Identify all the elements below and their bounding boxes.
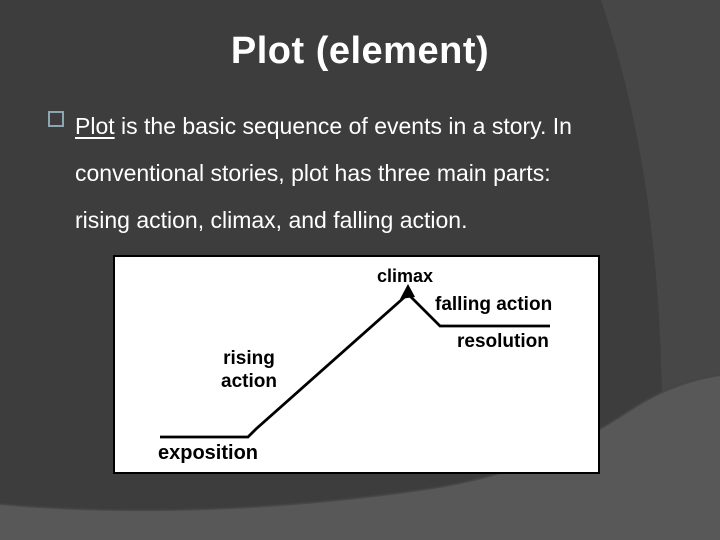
bullet-line-1: Plot is the basic sequence of events in …	[75, 103, 572, 150]
background-bottom-band	[0, 375, 720, 540]
label-rising-word: rising	[223, 348, 275, 369]
plot-structure-diagram: climax falling action resolution rising …	[113, 255, 600, 474]
climax-peak-arrowhead-icon	[400, 284, 415, 299]
bullet-line-3: rising action, climax, and falling actio…	[75, 207, 468, 233]
background-band-edge	[0, 374, 720, 512]
bullet-item: Plot is the basic sequence of events in …	[48, 103, 572, 244]
plot-arc-polyline	[160, 292, 550, 439]
square-bullet-icon	[48, 111, 64, 127]
term-plot: Plot	[75, 113, 115, 139]
label-exposition: exposition	[158, 442, 259, 464]
label-climax: climax	[376, 266, 434, 286]
label-action-word: action	[221, 371, 277, 392]
slide-title: Plot (element)	[230, 30, 490, 72]
label-falling-action: falling action	[435, 294, 553, 315]
plot-structure-line	[160, 284, 550, 439]
label-rising-action: rising action	[221, 347, 277, 393]
bullet-text-block: Plot is the basic sequence of events in …	[75, 103, 572, 244]
bullet-line-2: conventional stories, plot has three mai…	[75, 160, 551, 186]
label-resolution: resolution	[457, 331, 549, 352]
bullet-line-1-rest: is the basic sequence of events in a sto…	[114, 113, 572, 139]
